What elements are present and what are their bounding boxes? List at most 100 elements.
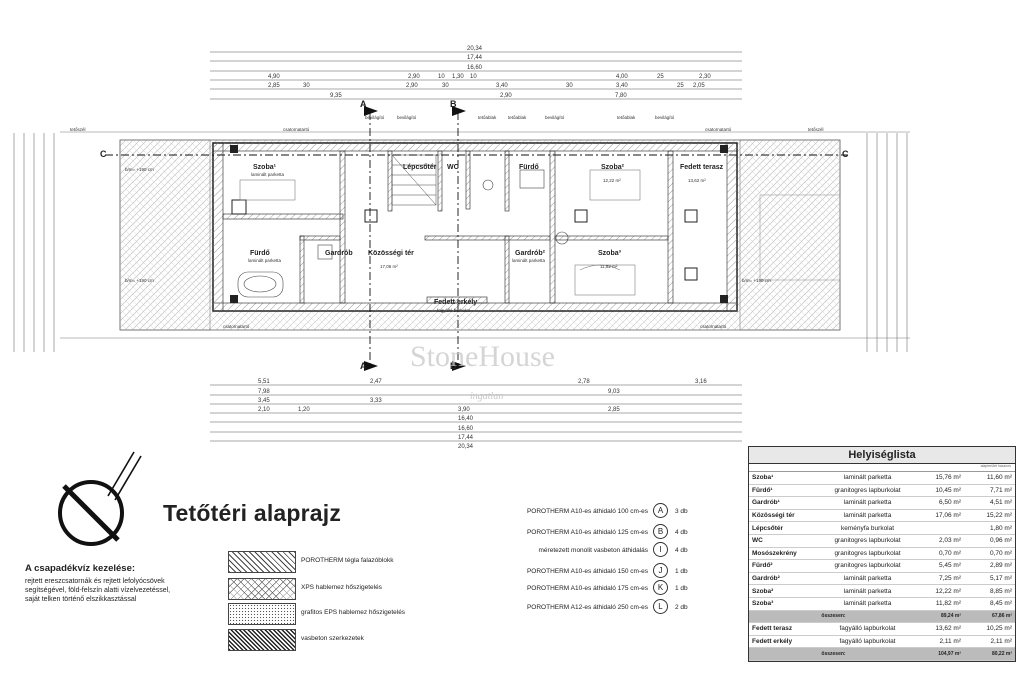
room-useful-area: 0,96 m² [964, 534, 1015, 548]
building-envelope [212, 142, 738, 312]
room-fedett-terasz: Fedett terasz [680, 164, 724, 171]
room-area: 5,45 m² [918, 559, 964, 573]
room-lepcsoter: Lépcsőtér [403, 164, 437, 171]
dim-top-p: 25 [677, 83, 684, 89]
room-furdo-1: Fürdő [250, 250, 270, 257]
dim-top-m: 3,40 [496, 83, 508, 89]
bottom-dimension-lines [210, 384, 742, 442]
room-name: Fedett erkély [749, 635, 817, 649]
dim-bot-g: 3,45 [258, 398, 270, 404]
legend-label: vasbeton szerkezetek [301, 635, 364, 642]
dim-bot-k: 2,10 [258, 407, 270, 413]
room-name: Szoba² [749, 584, 817, 598]
room-area: 0,70 m² [918, 547, 964, 561]
dim-bot-i: 3,90 [458, 407, 470, 413]
height-label: b/m= +190 cm [742, 278, 771, 283]
gutter-label: csatornatartó [705, 127, 732, 132]
dim-top-o: 3,40 [616, 83, 628, 89]
dim-top-h: 2,30 [699, 74, 711, 80]
legend-swatch-eps [228, 603, 296, 625]
left-dimension-lines [13, 133, 55, 352]
legend-label: XPS hablemez hőszigetelés [301, 584, 382, 591]
room-furdo-2: Fürdő [519, 164, 539, 171]
section-marker-a-top: A [360, 99, 367, 109]
dim-top-k: 2,90 [406, 83, 418, 89]
room-material: laminált parketta [817, 597, 918, 611]
gutter-label: csatornatartó [223, 324, 250, 329]
gutter-label: csatornatartó [283, 127, 310, 132]
lintel-text: POROTHERM A12-es áthidaló 250 cm-es [526, 604, 648, 611]
room-szoba-3-sub: 11,82 m² [600, 264, 618, 269]
room-area: 11,82 m² [918, 597, 964, 611]
dim-top-l: 30 [442, 83, 449, 89]
room-name: Fürdő² [749, 559, 817, 573]
room-material: granitogres lapburkolat [817, 534, 918, 548]
interior-walls [222, 150, 674, 304]
dim-bot-j: 2,85 [608, 407, 620, 413]
room-useful-area: 8,45 m² [964, 597, 1015, 611]
room-name: Szoba³ [749, 597, 817, 611]
dim-top-2: 17,44 [467, 55, 483, 61]
section-marker-b-top: B [450, 99, 457, 109]
room-material: granitogres lapburkolat [817, 547, 918, 561]
dim-bot-m: 16,40 [458, 416, 474, 422]
room-material: laminált parketta [817, 496, 918, 510]
room-area [918, 521, 964, 535]
room-name: Lépcsőtér [749, 521, 817, 535]
room-kozossegi-ter-sub: 17,06 m² [380, 264, 398, 269]
right-dimension-lines [866, 133, 908, 352]
room-fedett-erkely: Fedett erkély [434, 299, 478, 306]
dim-bot-a: 5,51 [258, 379, 270, 385]
room-area: 2,03 m² [918, 534, 964, 548]
lintel-letter: B [653, 524, 668, 539]
room-area: 17,06 m² [918, 509, 964, 523]
room-name: Fedett terasz [749, 622, 817, 636]
lintel-letter: I [653, 542, 668, 557]
daylight-label: bevilágító [655, 115, 675, 120]
room-material: laminált parketta [817, 584, 918, 598]
water-note-title: A csapadékvíz kezelése: [25, 563, 136, 574]
room-area: 2,11 m² [918, 635, 964, 649]
watermark-logo: StoneHouse [410, 340, 555, 373]
dim-top-d: 1,30 [452, 74, 464, 80]
daylight-label: bevilágító [397, 115, 417, 120]
room-useful-area: 4,51 m² [964, 496, 1015, 510]
skylight-label: tetőablak [617, 115, 636, 120]
dim-bot-b: 2,47 [370, 379, 382, 385]
lintel-text: POROTHERM A10-es áthidaló 125 cm-es [526, 529, 648, 536]
room-material: granitogres lapburkolat [817, 484, 918, 498]
room-material: laminált parketta [817, 509, 918, 523]
dim-top-b: 2,90 [408, 74, 420, 80]
room-list-col-hint: alapterület hasznos [749, 464, 1015, 472]
room-useful-area: 15,22 m² [964, 509, 1015, 523]
room-area: 10,45 m² [918, 484, 964, 498]
lintel-letter: K [653, 580, 668, 595]
room-useful-area: 11,60 m² [964, 472, 1015, 485]
room-material: laminált parketta [817, 572, 918, 586]
room-material: fagyálló lapburkolat [817, 635, 918, 649]
skylight-label: tetőablak [478, 115, 497, 120]
room-useful-area: 1,80 m² [964, 521, 1015, 535]
skylight-label: tetőablak [508, 115, 527, 120]
room-gardrob-2: Gardrób² [515, 250, 545, 257]
total-label: összesen: [749, 610, 918, 624]
lintel-count: 2 db [675, 604, 688, 611]
room-wc: WC [447, 164, 459, 171]
dim-bot-n: 16,60 [458, 426, 474, 432]
lintel-count: 1 db [675, 585, 688, 592]
watermark-tagline: ingatlan [470, 391, 504, 402]
page-title: Tetőtéri alaprajz [163, 500, 342, 526]
room-useful-area: 2,89 m² [964, 559, 1015, 573]
room-name: Szoba¹ [749, 472, 817, 485]
dim-bot-h: 3,33 [370, 398, 382, 404]
room-useful-area: 7,71 m² [964, 484, 1015, 498]
